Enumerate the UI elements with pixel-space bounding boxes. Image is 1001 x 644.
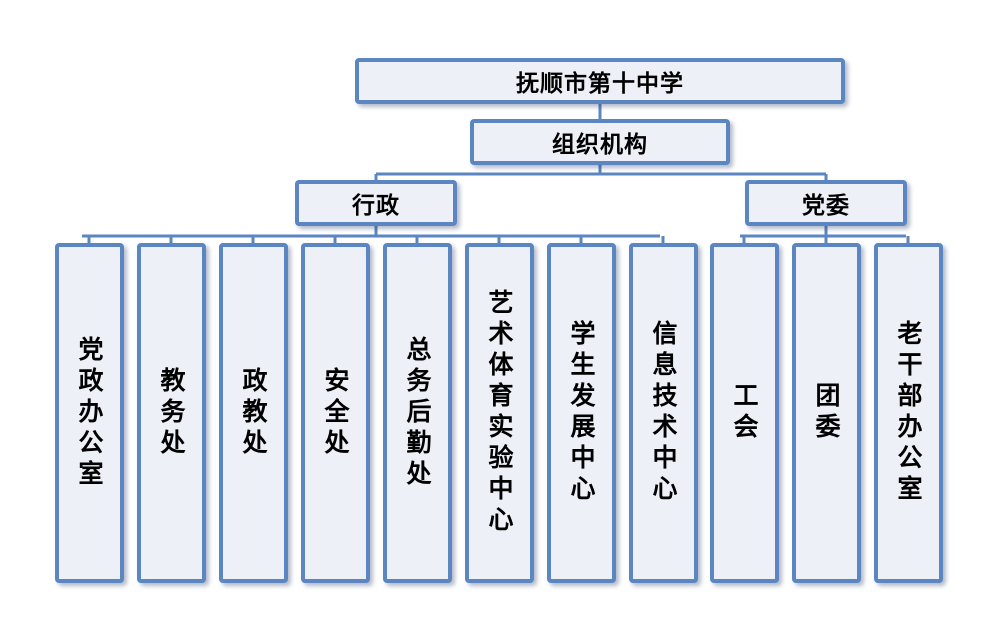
- dept-node: 学生发展中心: [547, 243, 616, 583]
- dept-node: 老干部办公室: [874, 243, 943, 583]
- org-label: 组织机构: [552, 132, 648, 158]
- dept-node: 政教处: [219, 243, 288, 583]
- party-node: 党委: [745, 180, 907, 226]
- dept-label: 党政办公室: [75, 335, 104, 491]
- dept-label: 总务后勤处: [403, 335, 432, 491]
- party-label: 党委: [802, 193, 850, 219]
- dept-node: 信息技术中心: [629, 243, 698, 583]
- dept-label: 工会: [730, 382, 759, 444]
- dept-label: 安全处: [321, 366, 350, 460]
- dept-node: 教务处: [137, 243, 206, 583]
- org-node: 组织机构: [470, 119, 730, 165]
- dept-label: 老干部办公室: [894, 320, 923, 506]
- dept-label: 政教处: [239, 366, 268, 460]
- dept-node: 安全处: [301, 243, 370, 583]
- dept-node: 艺术体育实验中心: [465, 243, 534, 583]
- dept-label: 学生发展中心: [567, 320, 596, 506]
- admin-node: 行政: [295, 180, 457, 226]
- dept-node: 总务后勤处: [383, 243, 452, 583]
- dept-label: 艺术体育实验中心: [485, 289, 514, 537]
- dept-label: 教务处: [157, 366, 186, 460]
- root-node: 抚顺市第十中学: [355, 58, 845, 104]
- dept-node: 工会: [710, 243, 779, 583]
- root-label: 抚顺市第十中学: [516, 71, 684, 97]
- admin-label: 行政: [352, 193, 400, 219]
- dept-label: 信息技术中心: [649, 320, 678, 506]
- dept-node: 团委: [792, 243, 861, 583]
- dept-node: 党政办公室: [55, 243, 124, 583]
- dept-label: 团委: [812, 382, 841, 444]
